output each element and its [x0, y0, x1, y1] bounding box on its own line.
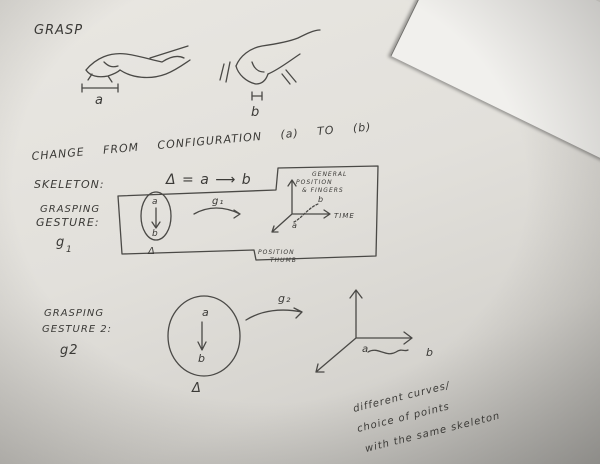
hand-b-icon	[219, 29, 321, 85]
gesture1-label-line1: GRASPING	[40, 204, 100, 215]
gesture1-down-arrow	[151, 207, 161, 229]
gesture1-circle	[140, 191, 172, 241]
gesture1-top-note-1: GENERAL	[312, 171, 347, 178]
gesture2-node-b: b	[198, 352, 206, 365]
gesture1-bottom-note-2: THUMB	[270, 257, 297, 264]
gesture1-node-a: a	[152, 197, 159, 207]
gesture1-top-note-2: POSITION	[296, 179, 333, 186]
gesture1-bottom-note-1: POSITION	[258, 249, 295, 256]
gesture2-curve	[367, 349, 409, 355]
gesture1-arrow-label: g₁	[212, 196, 224, 207]
gesture2-circle	[167, 295, 241, 377]
gesture1-axes	[271, 179, 331, 233]
gesture1-map-arrow	[193, 207, 241, 219]
gesture2-label-line1: GRASPING	[44, 308, 104, 319]
change-configuration-text: CHANGE FROM CONFIGURATION (a) TO (b)	[31, 120, 372, 163]
hand-a-label: a	[95, 93, 104, 108]
gesture1-label-line2: GESTURE:	[36, 216, 100, 229]
hand-a-icon	[85, 45, 191, 83]
gesture1-label-line3: g	[56, 235, 65, 250]
gesture1-curve	[293, 203, 319, 223]
hand-b-label: b	[251, 105, 260, 120]
gesture2-map-arrow	[245, 307, 303, 321]
gesture2-down-arrow	[197, 321, 207, 351]
gesture1-top-note-3: & FINGERS	[302, 187, 344, 194]
gesture2-arrow-label: g₂	[278, 292, 291, 305]
distance-b-marker	[251, 91, 263, 101]
gesture2-axes	[315, 289, 413, 373]
gesture1-axis-time: TIME	[334, 212, 355, 220]
gesture2-axis-b: b	[426, 346, 434, 359]
gesture1-axis-a: a	[292, 221, 298, 230]
gesture2-label-line3: g2	[60, 343, 79, 358]
gesture1-label-sub: 1	[66, 245, 73, 255]
gesture2-label-line2: GESTURE 2:	[42, 324, 112, 335]
gesture1-axis-b: b	[318, 195, 324, 204]
gesture2-delta: Δ	[191, 381, 202, 396]
gesture1-node-b: b	[152, 229, 159, 239]
skeleton-label: SKELETON:	[34, 178, 105, 191]
skeleton-equation: Δ = a ⟶ b	[165, 172, 252, 188]
title-text: GRASP	[34, 23, 83, 38]
gesture1-delta: Δ	[147, 246, 156, 257]
distance-a-marker	[81, 83, 119, 93]
gesture2-node-a: a	[202, 306, 210, 319]
gesture2-axis-a: a	[362, 344, 369, 355]
gesture1-frame	[117, 165, 379, 261]
